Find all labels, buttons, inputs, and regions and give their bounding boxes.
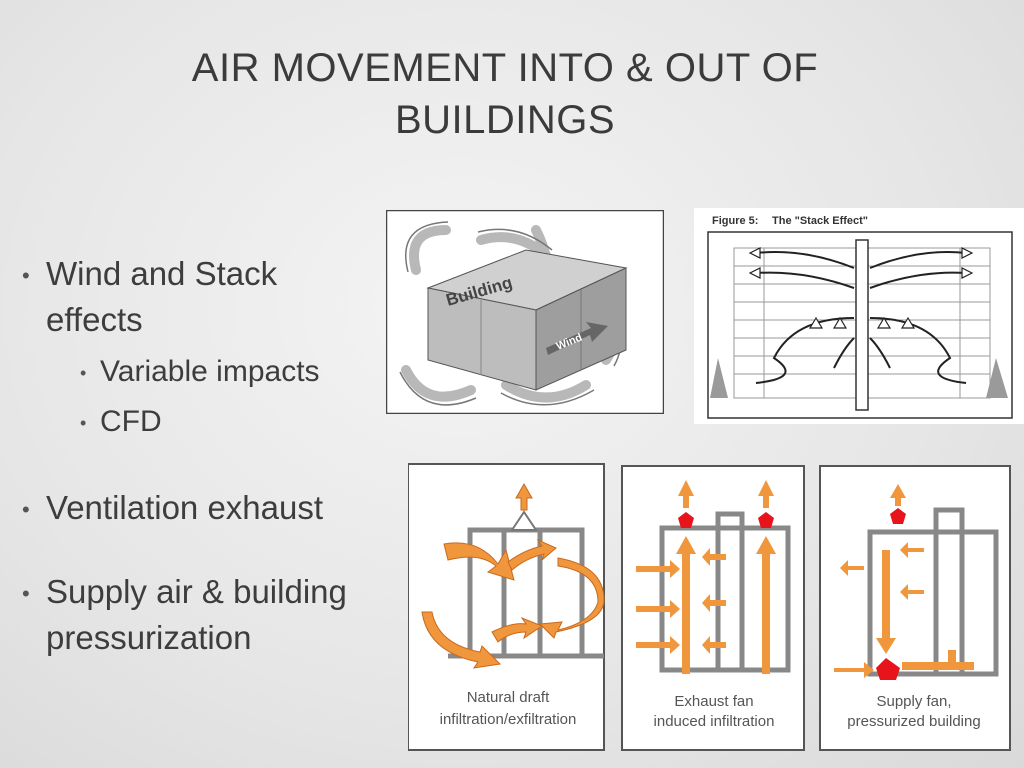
bullet-wind-stack: • Wind and Stack [22,252,277,298]
flow-arrows [421,482,605,669]
caption-line-1: Supply fan, [876,693,951,710]
wind-building-figure: Building Wind [386,210,664,414]
exhaust-fan-icon [758,512,774,528]
tree-shapes [710,358,1008,398]
bullet-text: Wind and Stack [46,255,278,292]
figure-title: The "Stack Effect" [772,215,868,227]
bullet-dot: • [80,363,87,384]
chimney-cap [510,510,538,531]
caption-line-1: Exhaust fan [674,693,753,710]
diagram-supply-fan: Supply fan, pressurized building [819,465,1011,751]
bullet-text: Supply air & building [46,573,347,610]
bullet-text: Variable impacts [100,355,320,388]
caption-line-2: induced infiltration [654,713,775,730]
bullet-text: Ventilation exhaust [46,489,324,526]
title-line-1: AIR MOVEMENT INTO & OUT OF [191,46,819,90]
bullet-dot: • [80,413,87,434]
caption-line-1: Natural draft [467,689,550,706]
bullet-supply: • Supply air & building [22,570,347,616]
building-outline [659,511,791,673]
building-block [426,249,628,391]
sub-bullet-variable-impacts: • Variable impacts [80,352,320,393]
airflow-arrowheads [748,247,974,329]
caption-line-2: pressurized building [847,713,980,730]
bullet-dot: • [22,497,30,523]
bullet-text: CFD [100,405,162,438]
slide-title: AIR MOVEMENT INTO & OUT OF BUILDINGS [0,42,1010,146]
supply-fan-icon [876,658,900,680]
caption-line-2: infiltration/exfiltration [440,711,577,728]
stack-airflow-curves [755,251,967,384]
bullet-dot: • [22,581,30,607]
title-line-2: BUILDINGS [394,98,616,142]
bullet-wind-stack-cont: effects [46,301,143,338]
pressurization-diagrams: Natural draft infiltration/exfiltration … [408,463,1011,751]
supply-fan-icon [890,508,906,524]
diagram-natural-draft: Natural draft infiltration/exfiltration [408,463,605,751]
exhaust-fan-icon [678,512,694,528]
flow-arrows [636,480,776,674]
bullet-ventilation: • Ventilation exhaust [22,486,323,532]
stack-shaft [855,239,869,411]
stack-effect-figure: Figure 5: The "Stack Effect" [694,208,1024,424]
figure-label: Figure 5: [712,215,758,227]
diagram-exhaust-fan: Exhaust fan induced infiltration [621,465,805,751]
bullet-dot: • [22,263,30,289]
bullet-supply-cont: pressurization [46,619,252,656]
building-outline [867,507,999,677]
wind-arrow-icon [546,322,608,355]
wind-flow-outlines [399,221,622,406]
sub-bullet-cfd: • CFD [80,402,162,443]
flow-arrows [834,484,974,678]
